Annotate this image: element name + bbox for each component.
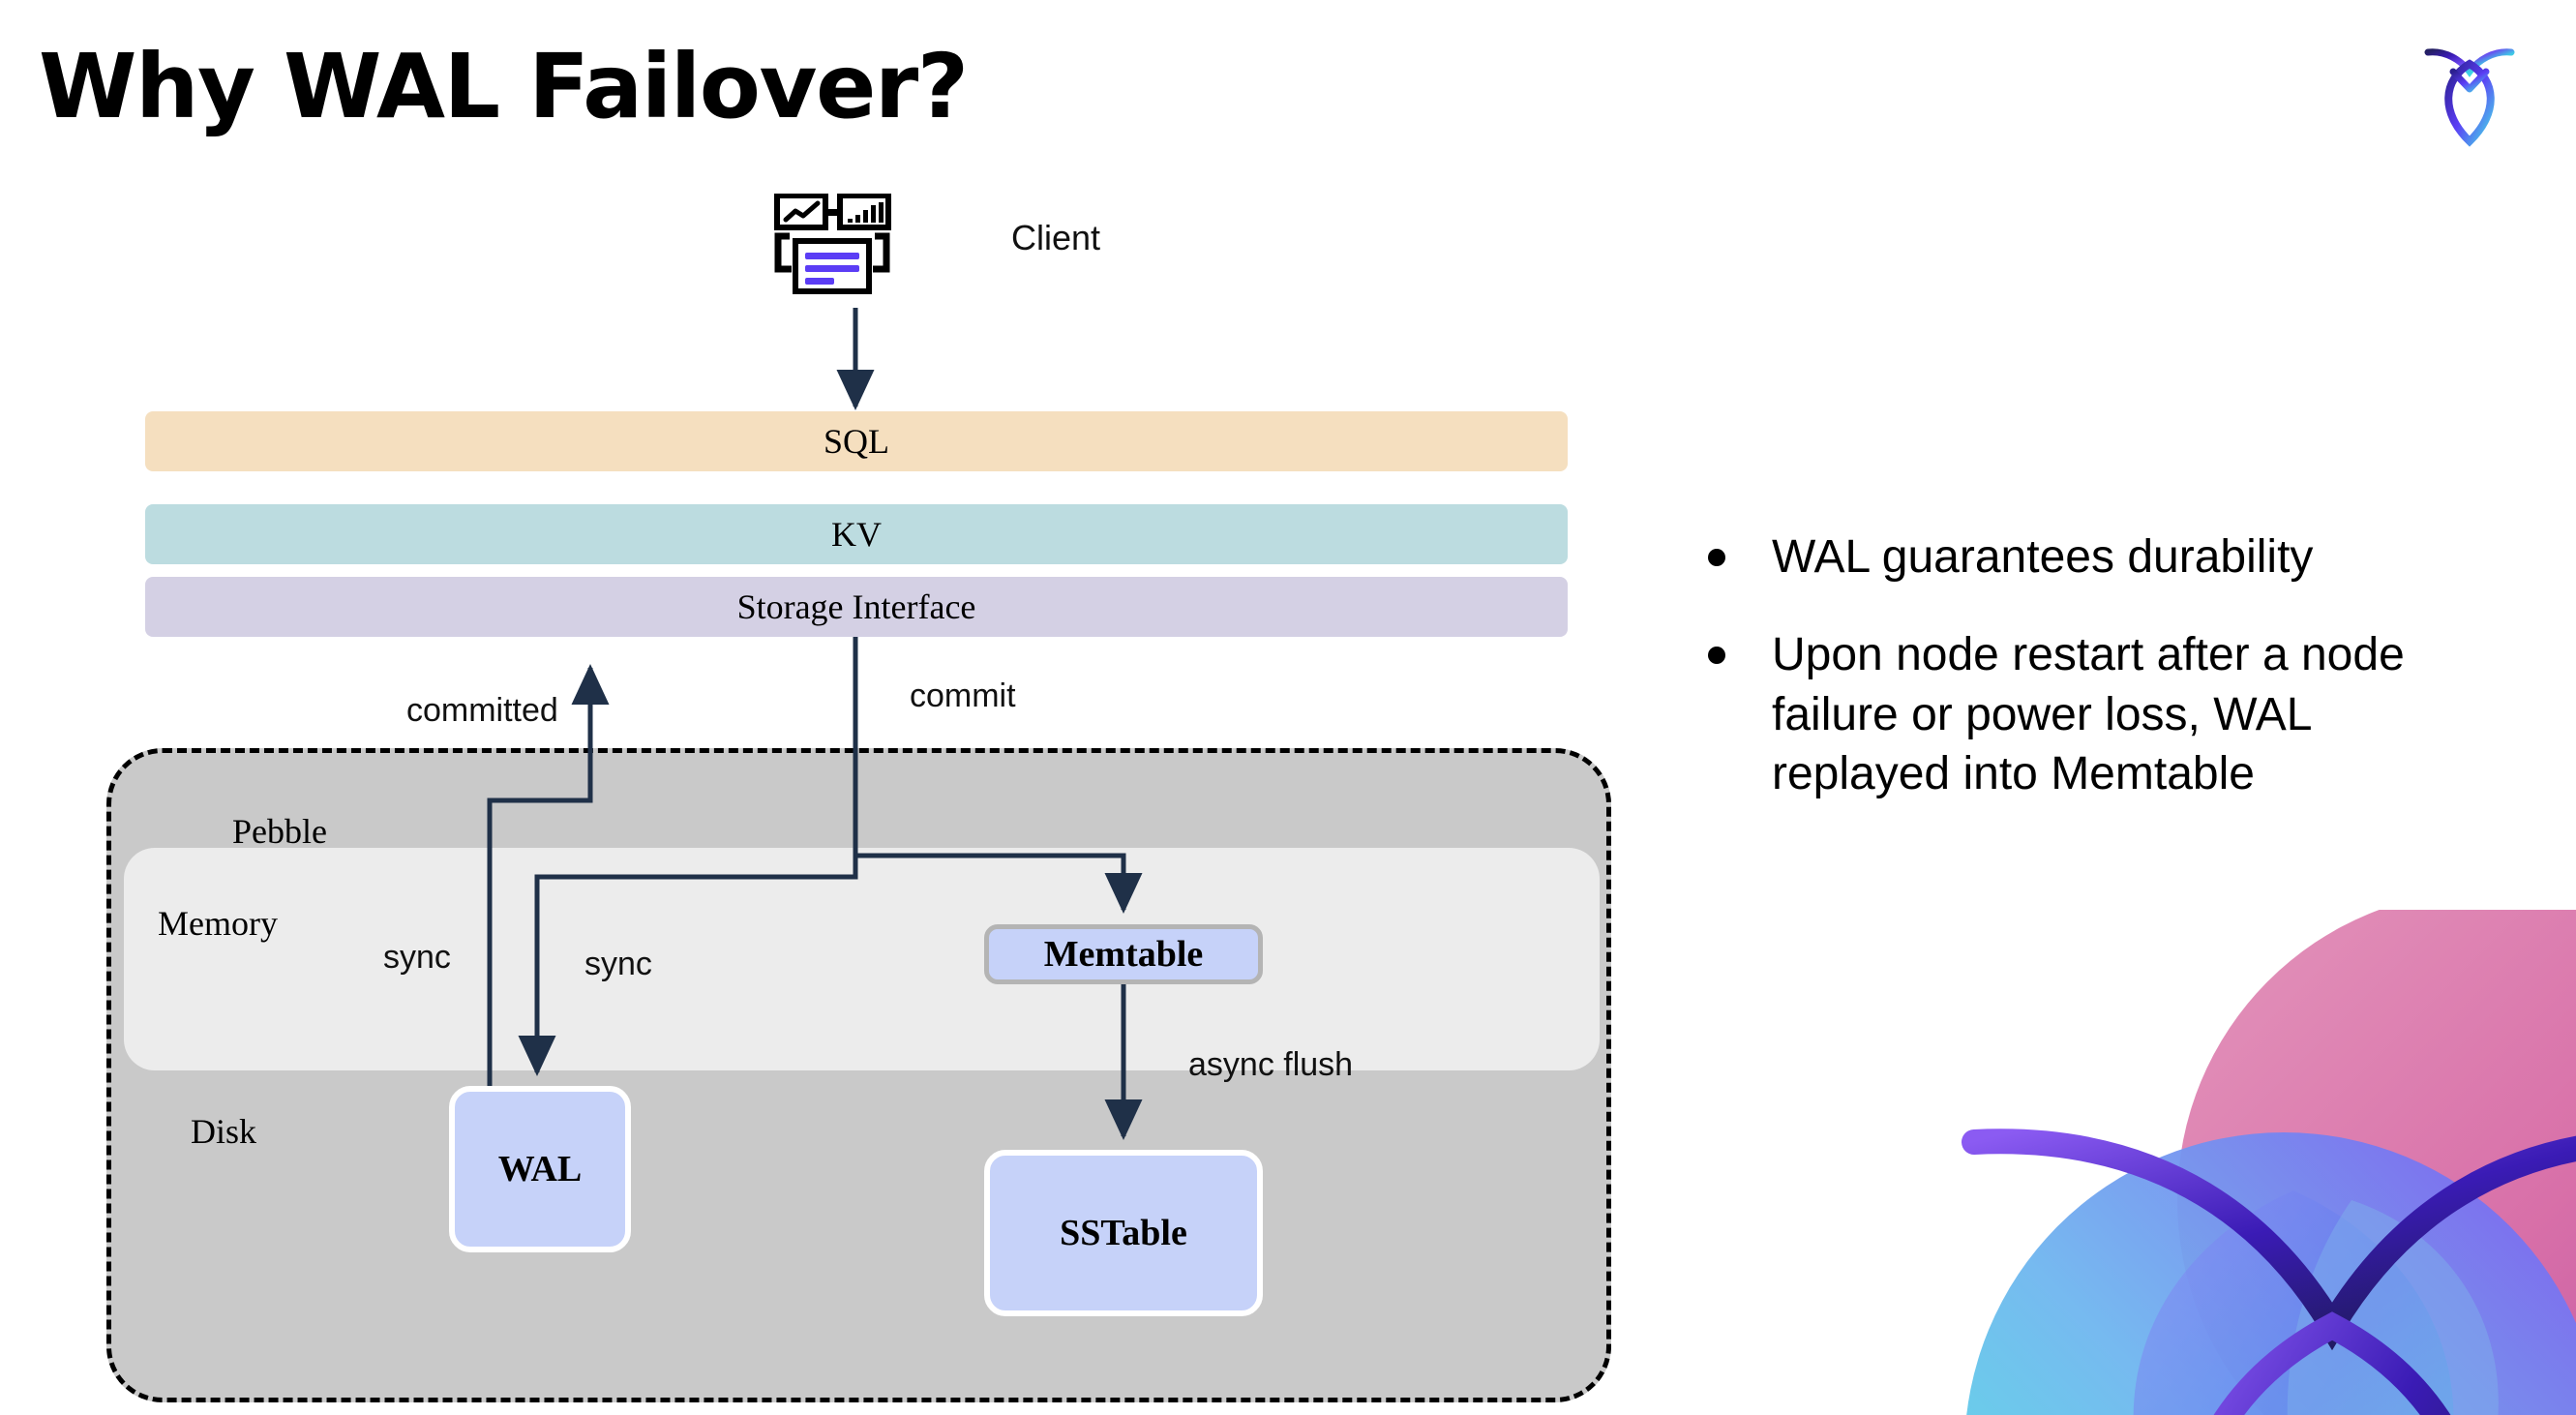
edge-label-sync-left: sync — [383, 939, 451, 976]
edge-label-async-flush: async flush — [1188, 1046, 1354, 1083]
layer-bar-sql: SQL — [145, 411, 1568, 471]
page-title: Why WAL Failover? — [39, 35, 969, 138]
layer-label-storage-interface: Storage Interface — [736, 587, 976, 626]
disk-label: Disk — [191, 1112, 257, 1151]
memory-region — [124, 848, 1600, 1070]
layer-bar-kv: KV — [145, 504, 1568, 564]
node-label-memtable: Memtable — [1043, 934, 1204, 975]
edge-label-committed: committed — [406, 692, 558, 729]
node-wal: WAL — [449, 1086, 631, 1252]
list-item: Upon node restart after a node failure o… — [1708, 625, 2501, 803]
list-item: WAL guarantees durability — [1708, 527, 2501, 587]
bullet-text: WAL guarantees durability — [1772, 531, 2314, 583]
decorative-gradient-artwork — [1962, 910, 2576, 1415]
bullet-dot-icon — [1708, 647, 1725, 665]
layer-label-kv: KV — [831, 515, 882, 554]
layer-label-sql: SQL — [823, 422, 889, 461]
edge-label-sync-right: sync — [584, 946, 652, 982]
cockroachdb-logo-icon — [2424, 48, 2515, 147]
bullet-list: WAL guarantees durability Upon node rest… — [1708, 527, 2501, 843]
edge-label-commit: commit — [910, 677, 1016, 714]
layer-bar-storage-interface: Storage Interface — [145, 577, 1568, 637]
node-sstable: SSTable — [984, 1150, 1263, 1316]
bullet-text: Upon node restart after a node failure o… — [1772, 629, 2405, 800]
node-label-wal: WAL — [497, 1149, 583, 1189]
client-dashboard-icon — [774, 194, 891, 294]
bullet-dot-icon — [1708, 549, 1725, 566]
client-label: Client — [1011, 218, 1101, 257]
pebble-label: Pebble — [232, 812, 327, 851]
memory-label: Memory — [158, 904, 278, 943]
node-memtable: Memtable — [984, 924, 1263, 984]
node-label-sstable: SSTable — [1060, 1213, 1187, 1253]
pebble-container: Pebble Memory Disk — [106, 748, 1611, 1402]
